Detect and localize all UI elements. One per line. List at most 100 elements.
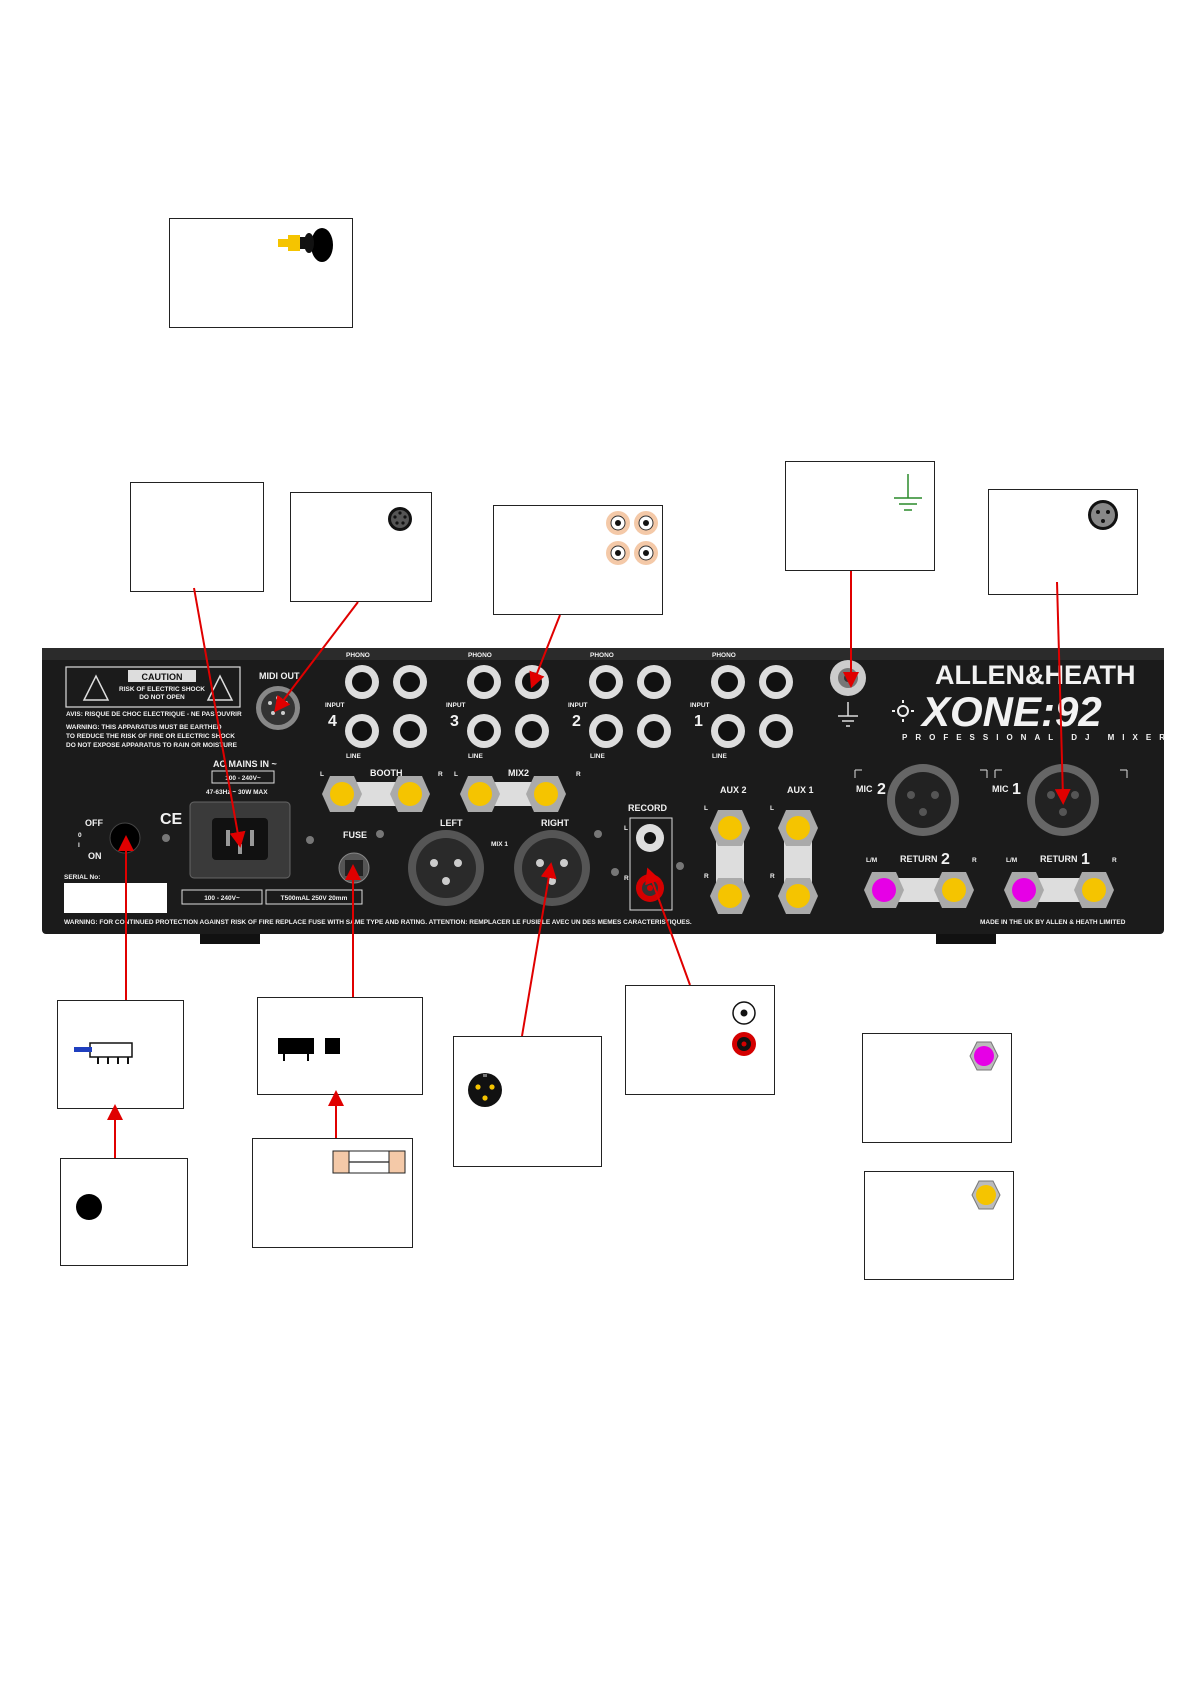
input3-number: 3: [450, 713, 459, 730]
mix1-label: MIX 1: [491, 841, 508, 848]
legend-box-return-yellow: [864, 1171, 1014, 1280]
ce-mark: CE: [160, 811, 183, 828]
input2-line-label: LINE: [590, 753, 605, 760]
input3-line-label: LINE: [468, 753, 483, 760]
tagline: PROFESSIONAL DJ MIXER: [902, 733, 1173, 742]
legend-box-midi: [290, 492, 432, 602]
mic1-label: MIC: [992, 784, 1009, 794]
mix1-right-xlr: [514, 830, 590, 906]
aux1-label: AUX 1: [787, 785, 814, 795]
aux1-r: R: [770, 873, 775, 880]
return1-label: RETURN: [1040, 854, 1078, 864]
warning-line-1: WARNING: THIS APPARATUS MUST BE EARTHED: [66, 724, 222, 731]
input3-phono-label: PHONO: [468, 652, 492, 659]
return1-r: R: [1112, 857, 1117, 864]
caution-line2: DO NOT OPEN: [139, 694, 185, 701]
switch-off-label: OFF: [85, 818, 103, 828]
fuse-spec-left: 100 - 240V~: [204, 895, 240, 902]
legend-box-mic-xlr: [988, 489, 1138, 595]
legend-box-fuse-holder: [257, 997, 423, 1095]
record-rca-icon: [732, 1001, 756, 1056]
caution-french: AVIS: RISQUE DE CHOC ELECTRIQUE - NE PAS…: [66, 711, 242, 718]
input-group-2: PHONO LINE INPUT 2: [568, 652, 671, 760]
ac-mains-label: AC MAINS IN ~: [213, 759, 277, 769]
rca-pair-icon: [606, 511, 658, 565]
mix2-label: MIX2: [508, 768, 529, 778]
return1-jacks: [1004, 872, 1114, 908]
input4-number: 4: [328, 713, 337, 730]
warning-line-2: TO REDUCE THE RISK OF FIRE OR ELECTRIC S…: [66, 733, 235, 740]
record-label: RECORD: [628, 803, 668, 813]
xlr-female-icon: [1088, 500, 1118, 530]
return1-lm: L/M: [1006, 857, 1017, 864]
return2-r: R: [972, 857, 977, 864]
legend-box-power-button: [60, 1158, 188, 1266]
legend-box-rca-plug: [169, 218, 353, 328]
mic2-xlr: [887, 764, 959, 836]
return1-number: 1: [1081, 851, 1090, 868]
input4-label: INPUT: [325, 702, 345, 709]
input3-label: INPUT: [446, 702, 466, 709]
midi-din-icon: [388, 507, 412, 531]
legend-box-record: [625, 985, 775, 1095]
mix2-r: R: [576, 771, 581, 778]
callout-arrows: [107, 571, 1071, 1158]
ground-icon: [894, 474, 922, 511]
legend-box-fuse: [252, 1138, 413, 1248]
fuse-spec-right: T500mAL 250V 20mm: [281, 895, 348, 902]
aux2-label: AUX 2: [720, 785, 747, 795]
xone-logo-icon: [892, 700, 914, 722]
record-l: L: [624, 825, 628, 832]
mic1-number: 1: [1012, 781, 1021, 798]
input1-label: INPUT: [690, 702, 710, 709]
midi-out-label: MIDI OUT: [259, 671, 300, 681]
return2-number: 2: [941, 851, 950, 868]
booth-jacks: [322, 776, 430, 812]
input2-phono-label: PHONO: [590, 652, 614, 659]
switch-1-label: I: [78, 842, 80, 849]
power-spec: 47-63Hz ~ 30W MAX: [206, 789, 268, 796]
record-r: R: [624, 875, 629, 882]
mix1-left-label: LEFT: [440, 818, 463, 828]
booth-r: R: [438, 771, 443, 778]
switch-on-label: ON: [88, 851, 102, 861]
aux1-l: L: [770, 805, 774, 812]
input4-phono-label: PHONO: [346, 652, 370, 659]
power-button-icon: [76, 1194, 102, 1220]
fuse-icon: [332, 1150, 406, 1174]
booth-l: L: [320, 771, 324, 778]
mic2-label: MIC: [856, 784, 873, 794]
voltage-box: 100 - 240V~: [225, 775, 261, 782]
booth-label: BOOTH: [370, 768, 403, 778]
return2-label: RETURN: [900, 854, 938, 864]
model-name: XONE:92: [920, 688, 1102, 735]
aux2-l: L: [704, 805, 708, 812]
caution-title: CAUTION: [142, 672, 183, 682]
input2-label: INPUT: [568, 702, 588, 709]
return-jack-magenta-icon: [969, 1041, 999, 1071]
fuse-label: FUSE: [343, 830, 367, 840]
return-jack-yellow-icon: [971, 1180, 1001, 1210]
aux-jacks: [710, 810, 818, 914]
legend-box-ac-mains: [130, 482, 264, 592]
mic2-number: 2: [877, 781, 886, 798]
mix1-right-label: RIGHT: [541, 818, 570, 828]
serial-label: SERIAL No:: [64, 874, 100, 881]
input4-line-label: LINE: [346, 753, 361, 760]
legend-box-return-magenta: [862, 1033, 1012, 1143]
caution-line1: RISK OF ELECTRIC SHOCK: [119, 686, 205, 693]
input1-number: 1: [694, 713, 703, 730]
return2-jacks: [864, 872, 974, 908]
switch-0-label: 0: [78, 832, 82, 839]
brand-name: ALLEN&HEATH: [935, 660, 1135, 690]
return2-lm: L/M: [866, 857, 877, 864]
input-group-1: PHONO LINE INPUT 1: [690, 652, 793, 760]
aux2-r: R: [704, 873, 709, 880]
rear-panel: [42, 648, 1164, 934]
power-switch-icon: [74, 1042, 133, 1064]
rca-plug-icon: [278, 228, 333, 262]
bottom-warning: WARNING: FOR CONTINUED PROTECTION AGAINS…: [64, 919, 692, 926]
input2-number: 2: [572, 713, 581, 730]
mix2-l: L: [454, 771, 458, 778]
